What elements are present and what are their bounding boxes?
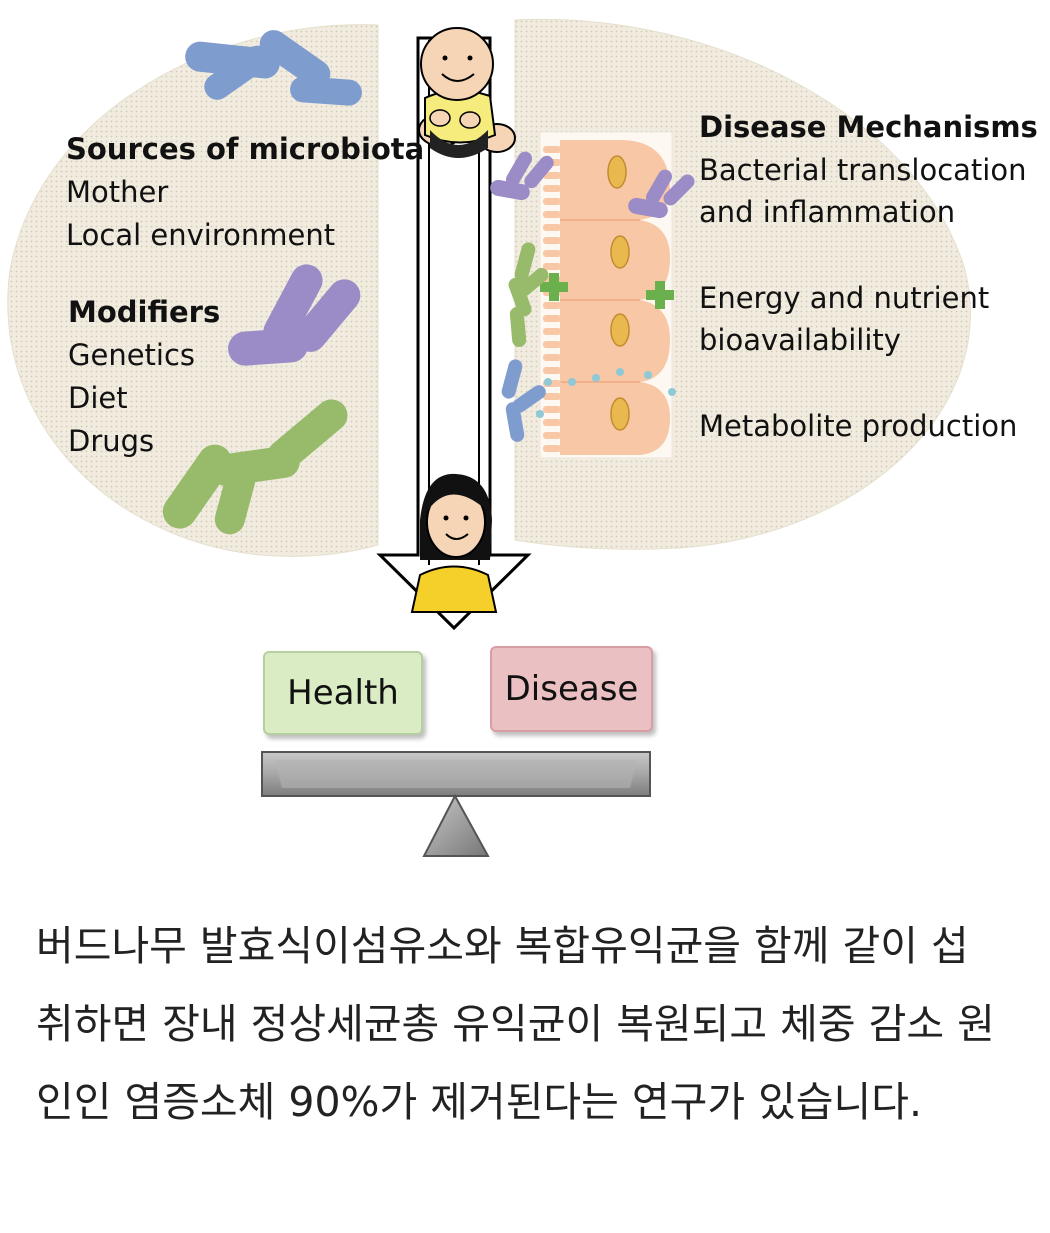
tight-junction: [540, 273, 674, 309]
microvillus: [543, 432, 561, 439]
microvillus: [543, 146, 561, 153]
mechanism-energy-line2: bioavailability: [699, 323, 901, 357]
disease-box: Disease: [490, 646, 653, 732]
sources-item-environment: Local environment: [66, 218, 336, 252]
microvillus: [543, 224, 561, 231]
microvillus: [543, 367, 561, 374]
sources-heading: Sources of microbiota: [66, 132, 425, 166]
microvillus: [543, 341, 561, 348]
modifiers-item-genetics: Genetics: [68, 338, 196, 372]
health-box: Health: [263, 651, 423, 735]
microvillus: [543, 211, 561, 218]
caption-text: 버드나무 발효식이섬유소와 복합유익균을 함께 같이 섭취하면 장내 정상세균총…: [36, 922, 995, 1126]
sources-item-mother: Mother: [66, 175, 169, 209]
microvillus: [543, 315, 561, 322]
left-blob: [7, 24, 379, 557]
microvillus: [543, 393, 561, 400]
mechanism-energy-line1: Energy and nutrient: [699, 281, 990, 315]
microvillus: [543, 263, 561, 270]
microvillus: [543, 354, 561, 361]
bacteria-green-cells: [508, 242, 549, 347]
microvillus: [543, 302, 561, 309]
microvillus: [543, 172, 561, 179]
baby-figure: [418, 27, 516, 158]
microvillus: [543, 237, 561, 244]
mechanisms-heading: Disease Mechanisms: [699, 110, 1038, 144]
balance-scale: [261, 751, 651, 857]
microvillus: [543, 250, 561, 257]
bacteria-blue-cells: [501, 359, 546, 442]
bacteria-blue-top: [185, 30, 362, 106]
modifiers-item-diet: Diet: [68, 381, 128, 415]
diagram-canvas: [7, 18, 971, 857]
mechanism-metabolite-line1: Metabolite production: [699, 409, 1018, 443]
bacteria-green-left: [162, 399, 348, 535]
bacteria-purple-left: [228, 264, 361, 366]
mechanism-translocation-line1: Bacterial translocation: [699, 153, 1027, 187]
microvillus: [543, 406, 561, 413]
modifiers-heading: Modifiers: [68, 295, 221, 329]
woman-figure: [410, 473, 498, 613]
microvillus: [543, 445, 561, 452]
microvillus: [543, 328, 561, 335]
mechanism-translocation-line2: and inflammation: [699, 195, 956, 229]
bacteria-purple-cells: [490, 151, 695, 219]
metabolite-dots: [536, 368, 676, 418]
modifiers-item-drugs: Drugs: [68, 424, 155, 458]
microbiota-diagram: Sources of microbiota Mother Local envir…: [7, 18, 1038, 857]
microvillus: [543, 198, 561, 205]
microvillus: [543, 419, 561, 426]
cell-nuclei: [607, 155, 630, 431]
microvillus: [543, 185, 561, 192]
